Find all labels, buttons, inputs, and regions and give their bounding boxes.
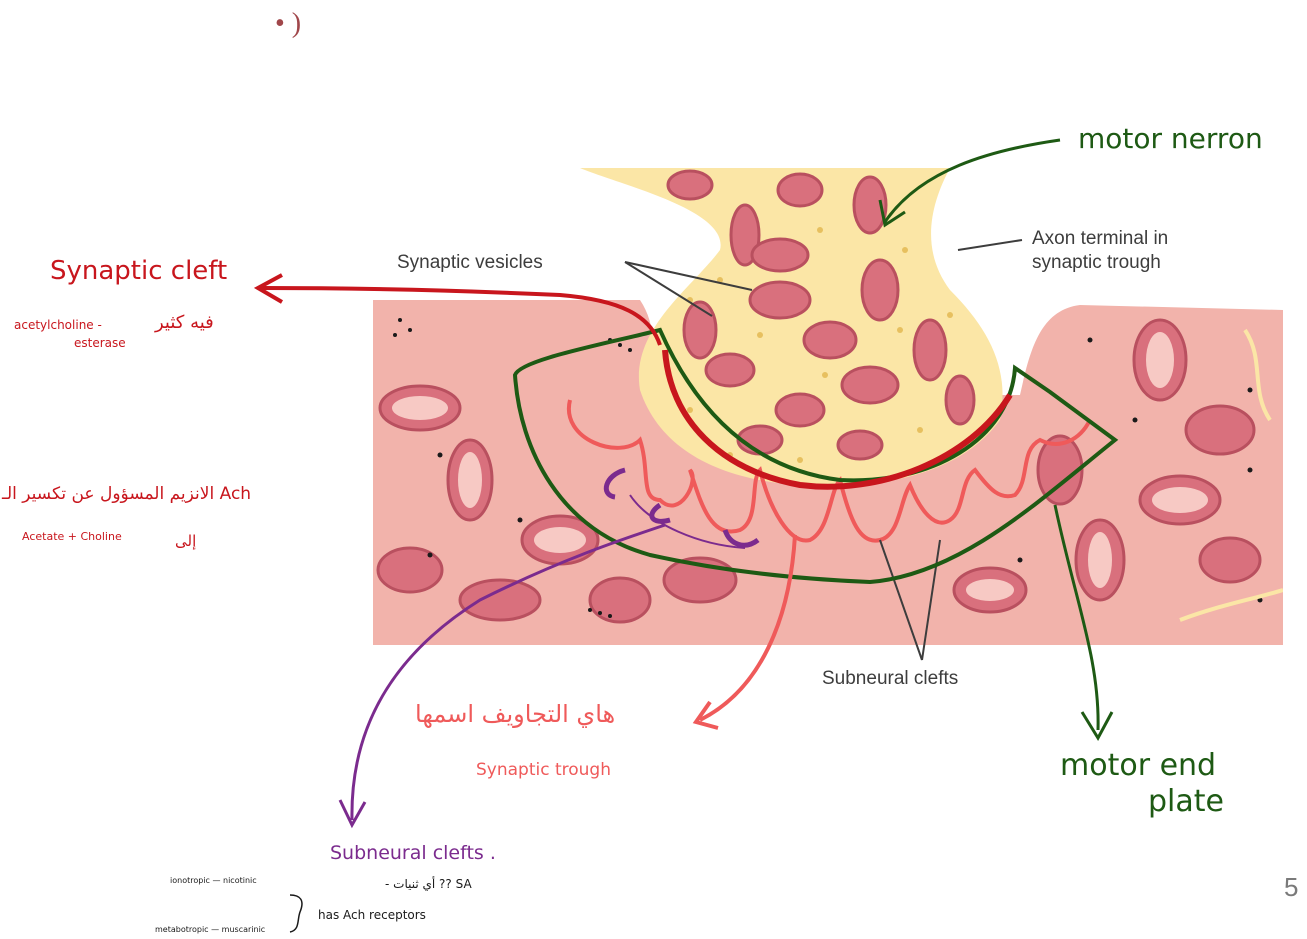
annotation-motor-end-plate-line1: motor end xyxy=(1060,748,1216,783)
annotation-subneural-clefts: Subneural clefts . xyxy=(330,842,496,864)
annotation-has-ach-receptors: has Ach receptors xyxy=(318,908,426,922)
slide-bullet: • ) xyxy=(275,8,301,40)
annotation-motor-neuron: motor nerron xyxy=(1078,122,1263,155)
annotation-metabotropic: metabotropic — muscarinic xyxy=(155,925,265,934)
annotation-ionotropic: ionotropic — nicotinic xyxy=(170,876,257,885)
annotation-motor-end-plate-line2: plate xyxy=(1148,784,1224,819)
annotation-synaptic-cleft: Synaptic cleft xyxy=(50,256,227,286)
annotation-trough-arabic: هاي التجاويف اسمها xyxy=(415,700,615,728)
annotation-synaptic-trough: Synaptic trough xyxy=(476,760,611,780)
label-subneural-clefts: Subneural clefts xyxy=(822,668,958,690)
label-synaptic-vesicles: Synaptic vesicles xyxy=(397,252,543,274)
annotation-cleft-note-line2: esterase xyxy=(74,336,126,350)
label-axon-terminal-line2: synaptic trough xyxy=(1032,252,1161,274)
slide-number: 5 xyxy=(1284,872,1298,903)
annotation-cleft-note-line1: acetylcholine - xyxy=(14,318,102,332)
label-axon-terminal-line1: Axon terminal in xyxy=(1032,228,1168,250)
annotation-enzyme-products: Acetate + Choline xyxy=(22,530,122,543)
annotation-cleft-note-arabic: فيه كثير xyxy=(155,312,214,333)
annotation-enzyme-to-arabic: إلى xyxy=(175,532,196,550)
annotation-enzyme-note-arabic: الانزيم المسؤول عن تكسير الـ Ach xyxy=(2,484,251,504)
annotation-sn-note-arabic: - أي ثنيات ?? SA xyxy=(385,877,472,891)
